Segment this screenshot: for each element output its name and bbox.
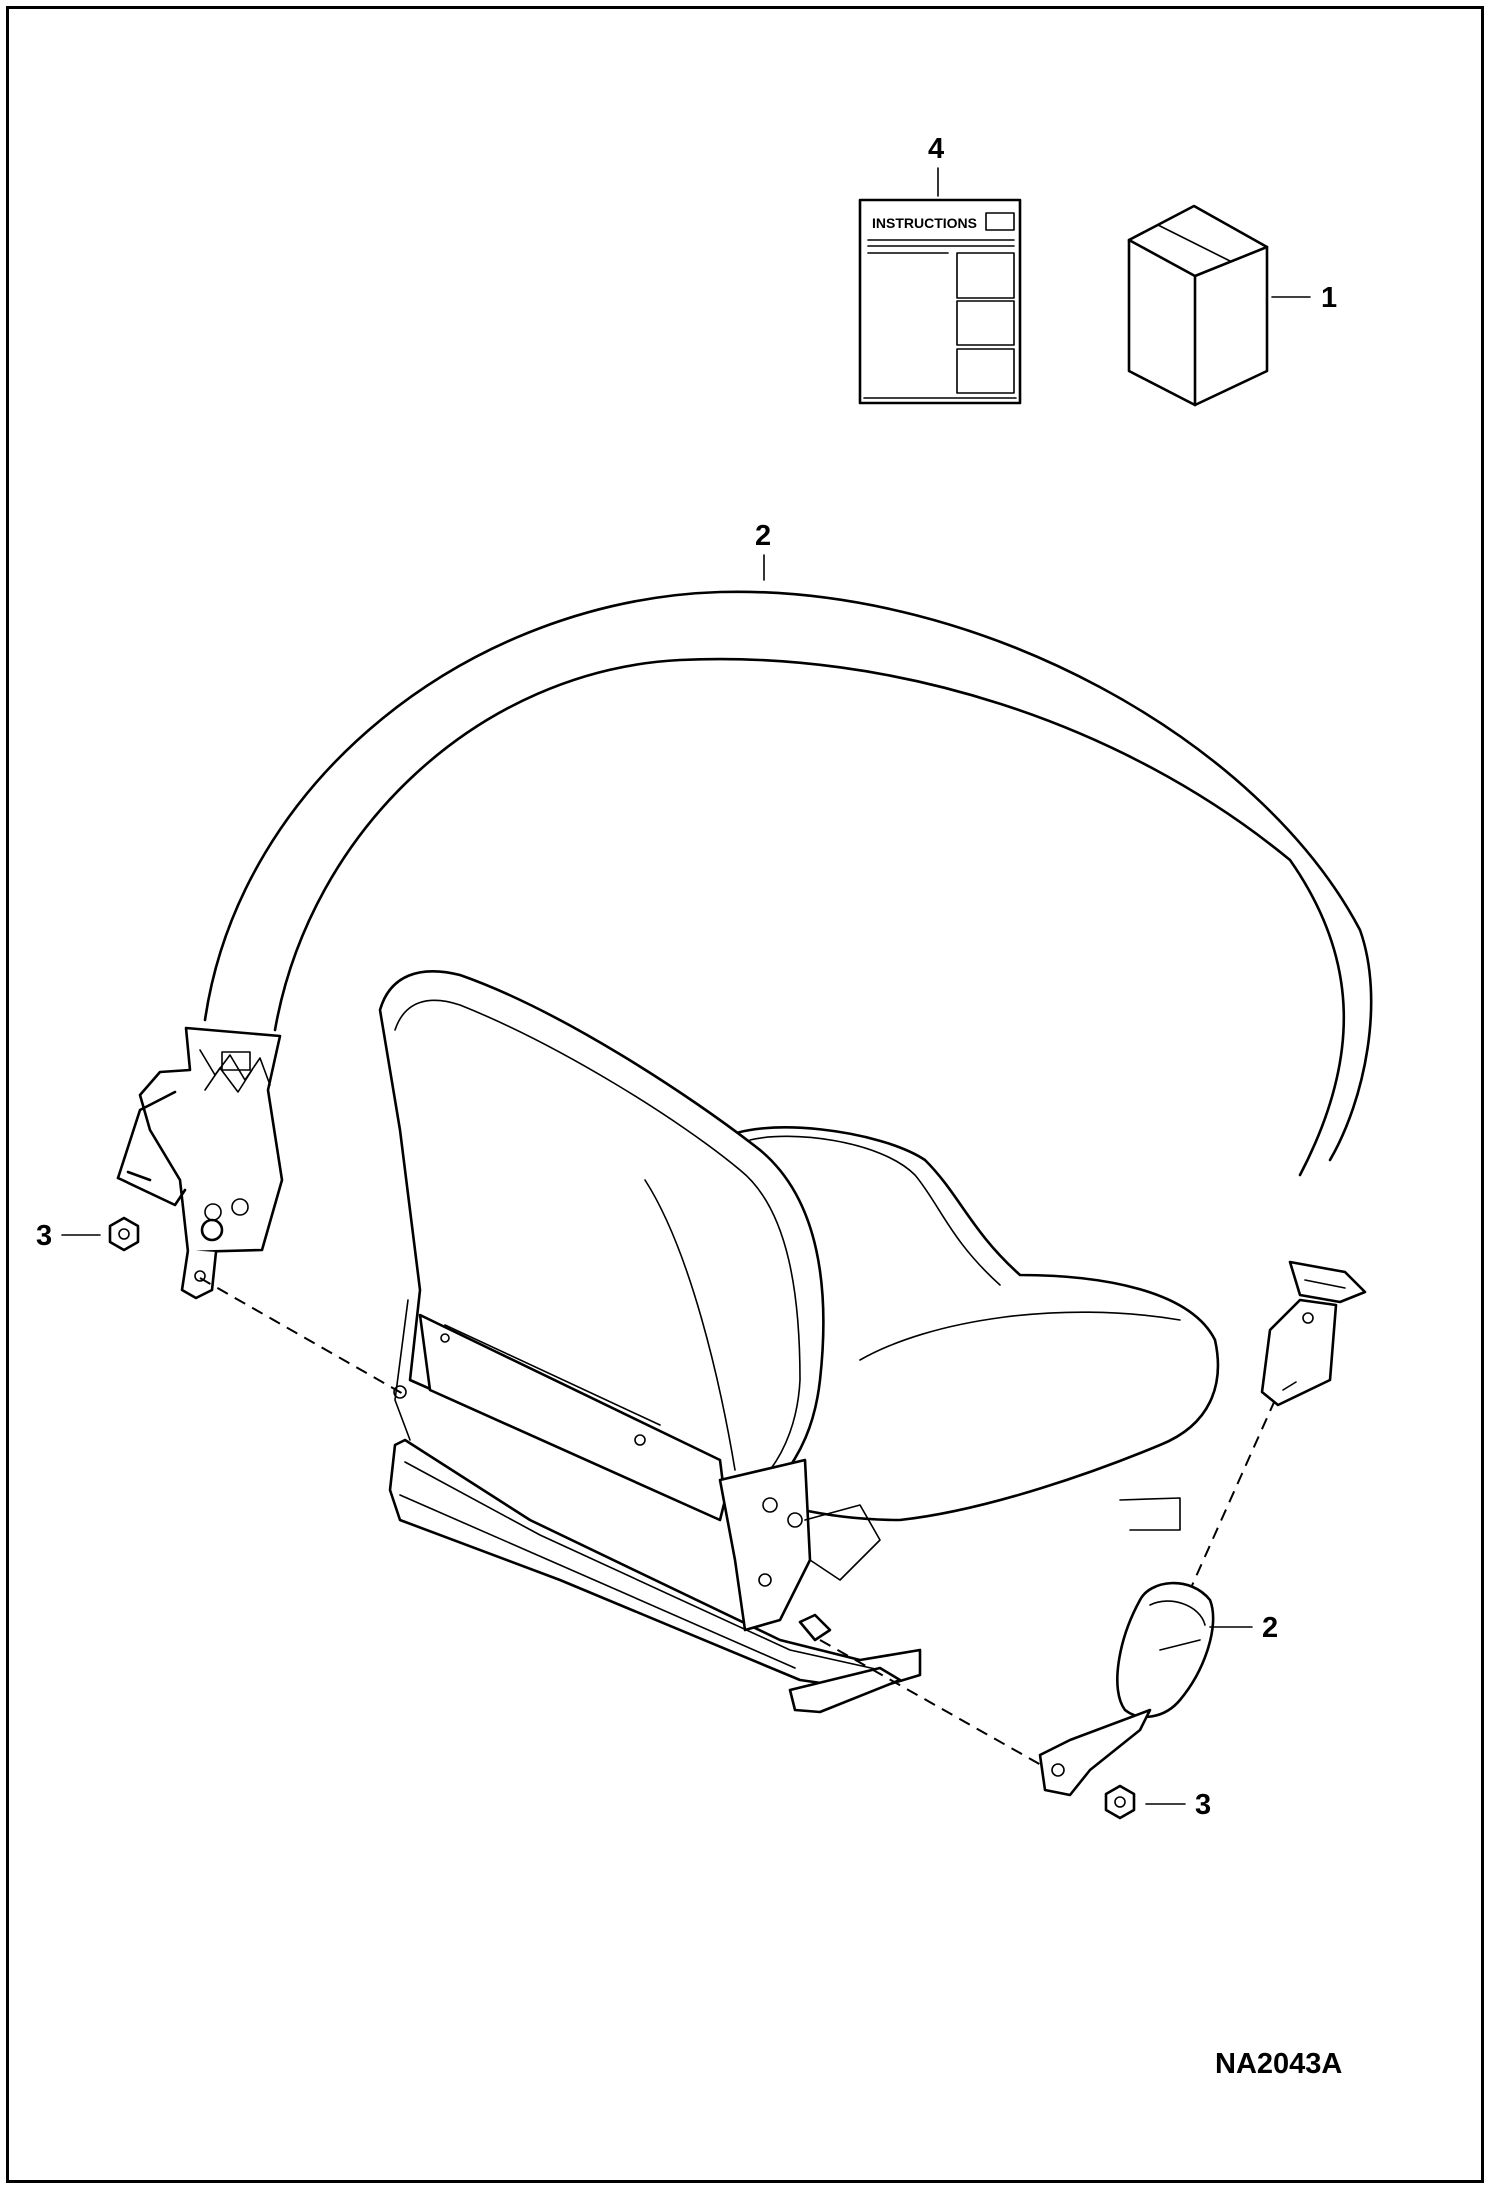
callout-3-left: 3 bbox=[36, 1220, 52, 1252]
instructions-label: INSTRUCTIONS bbox=[872, 215, 977, 231]
callout-1: 1 bbox=[1321, 282, 1337, 314]
callout-2-top: 2 bbox=[755, 520, 771, 552]
seat-assembly bbox=[378, 970, 1220, 1714]
instructions-sheet: INSTRUCTIONS bbox=[858, 198, 1022, 405]
box-part bbox=[1127, 204, 1269, 407]
callout-3-right: 3 bbox=[1195, 1789, 1211, 1821]
assembly-line-left bbox=[199, 1277, 406, 1396]
belt-tongue bbox=[1260, 1260, 1367, 1407]
assembly-line-tongue bbox=[1189, 1399, 1276, 1591]
belt-retractor bbox=[116, 1026, 284, 1300]
callout-4: 4 bbox=[928, 133, 944, 165]
seat-belt-strap bbox=[203, 590, 1373, 1177]
hex-nut-right bbox=[1104, 1784, 1136, 1820]
assembly-line-right bbox=[819, 1639, 1051, 1771]
hex-nut-left bbox=[108, 1216, 140, 1252]
callout-2-buckle: 2 bbox=[1262, 1612, 1278, 1644]
seat-belt-buckle bbox=[1038, 1581, 1215, 1797]
figure-id: NA2043A bbox=[1215, 2048, 1342, 2080]
